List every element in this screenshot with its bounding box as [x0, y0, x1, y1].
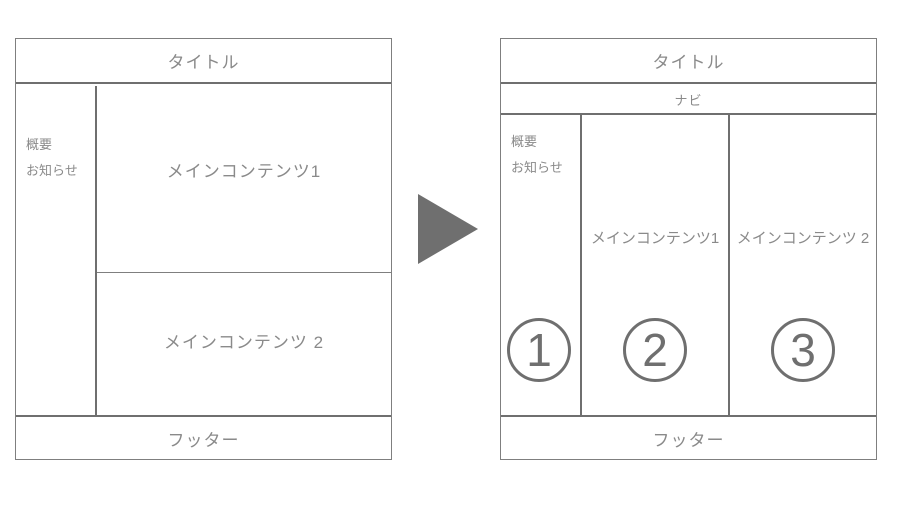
before-title-label: タイトル: [167, 53, 240, 72]
step-2-badge: 2: [623, 318, 687, 382]
after-nav-bar: ナビ: [501, 86, 876, 115]
before-main-content-1-label: メインコンテンツ1: [166, 161, 322, 181]
after-title-bar: タイトル: [501, 39, 876, 84]
before-main-content-2-label: メインコンテンツ 2: [163, 332, 325, 352]
after-main-content-1-label: メインコンテンツ1: [590, 230, 720, 247]
after-nav-label: ナビ: [674, 93, 703, 108]
before-layout-wireframe: タイトル 概要 お知らせ メインコンテンツ1 メインコンテンツ 2 フッター: [15, 38, 392, 460]
step-1-badge: 1: [507, 318, 571, 382]
after-sidebar-column: 概要 お知らせ 1: [501, 115, 582, 415]
after-layout-wireframe: タイトル ナビ 概要 お知らせ 1 メインコンテンツ1 2 メインコンテンツ 2…: [500, 38, 877, 460]
before-footer-label: フッター: [167, 430, 240, 450]
after-main-content-2-column: メインコンテンツ 2 3: [730, 115, 876, 415]
after-title-label: タイトル: [652, 53, 725, 72]
step-3-number: 3: [790, 324, 816, 376]
transform-arrow-icon: [418, 194, 478, 264]
before-sidebar-overview-label: 概要: [26, 137, 53, 152]
after-main-content-1-column: メインコンテンツ1 2: [582, 115, 730, 415]
after-sidebar-news-label: お知らせ: [511, 160, 563, 175]
after-sidebar-overview-label: 概要: [511, 134, 538, 149]
after-footer-bar: フッター: [501, 415, 876, 459]
before-main-content-1: メインコンテンツ1: [97, 86, 391, 273]
step-1-number: 1: [526, 324, 552, 376]
step-2-number: 2: [642, 324, 668, 376]
before-main-content-2: メインコンテンツ 2: [97, 273, 391, 415]
before-footer-bar: フッター: [16, 415, 391, 459]
after-main-content-2-label: メインコンテンツ 2: [736, 230, 870, 247]
step-3-badge: 3: [771, 318, 835, 382]
before-title-bar: タイトル: [16, 39, 391, 84]
after-footer-label: フッター: [652, 430, 725, 450]
before-sidebar-news-label: お知らせ: [26, 163, 78, 178]
before-sidebar: 概要 お知らせ: [16, 86, 97, 415]
